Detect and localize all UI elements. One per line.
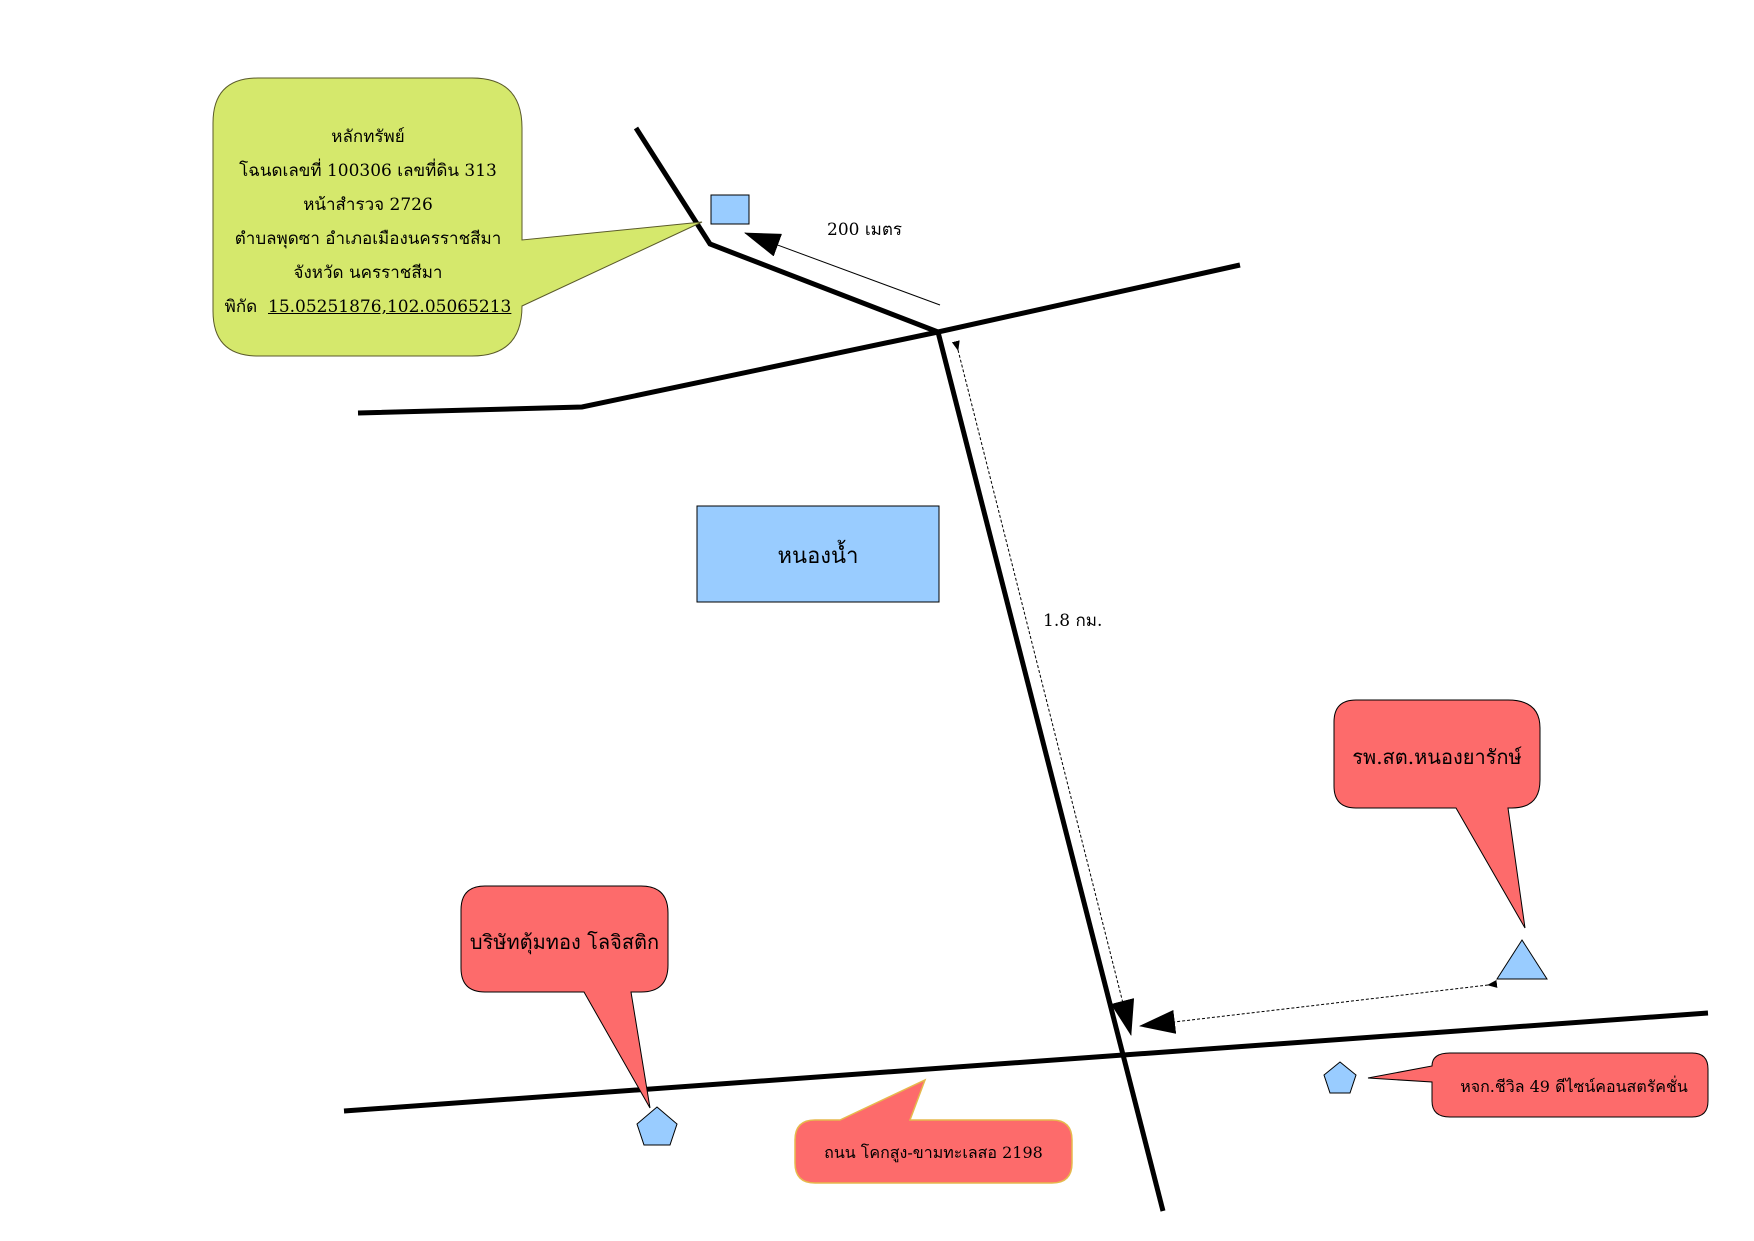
road-crossing-upper — [357, 262, 1241, 416]
asset-coord-label: พิกัด — [224, 297, 258, 317]
distance-1-8km-arrow — [951, 340, 1135, 1036]
partnership-callout — [1367, 1052, 1709, 1118]
road-label: ถนน โคกสูง-ขามทะเลสอ 2198 — [824, 1143, 1043, 1162]
asset-title: หลักทรัพย์ — [331, 127, 405, 147]
asset-marker — [710, 194, 750, 225]
asset-coord-value: 15.05251876,102.05065213 — [268, 297, 512, 317]
distance-200m-arrow — [744, 232, 941, 306]
distance-200m-label: 200 เมตร — [827, 220, 903, 240]
company-label: บริษัทตุ้มทอง โลจิสติก — [469, 930, 660, 954]
hospital-label: รพ.สต.หนองยารักษ์ — [1352, 745, 1522, 769]
pond-area — [696, 505, 940, 603]
road-main-north-south — [935, 331, 1166, 1212]
asset-coordinates: พิกัด 15.05251876,102.05065213 — [212, 290, 524, 324]
pond-label: หนองน้ำ — [777, 544, 859, 569]
company-callout — [460, 885, 669, 1109]
distance-hospital-arrow — [1139, 979, 1498, 1034]
asset-callout — [212, 77, 703, 357]
partnership-label: หจก.ชีวิล 49 ดีไซน์คอนสตรัคชั่น — [1460, 1077, 1688, 1096]
distance-1-8km-label: 1.8 กม. — [1043, 611, 1103, 631]
company-pentagon-marker — [636, 1106, 678, 1146]
asset-deed-line: โฉนดเลขที่ 100306 เลขที่ดิน 313 — [239, 161, 497, 181]
road-upper-left — [633, 126, 939, 335]
partnership-pentagon-marker — [1323, 1061, 1357, 1094]
hospital-triangle-marker — [1496, 939, 1548, 980]
hospital-callout — [1333, 699, 1541, 929]
asset-info: หลักทรัพย์ โฉนดเลขที่ 100306 เลขที่ดิน 3… — [212, 120, 524, 324]
asset-province-line: จังหวัด นครราชสีมา — [293, 263, 443, 283]
asset-survey-line: หน้าสำรวจ 2726 — [303, 195, 433, 215]
asset-location-line: ตำบลพุดซา อำเภอเมืองนครราชสีมา — [234, 229, 502, 249]
road-callout — [794, 1078, 1073, 1184]
